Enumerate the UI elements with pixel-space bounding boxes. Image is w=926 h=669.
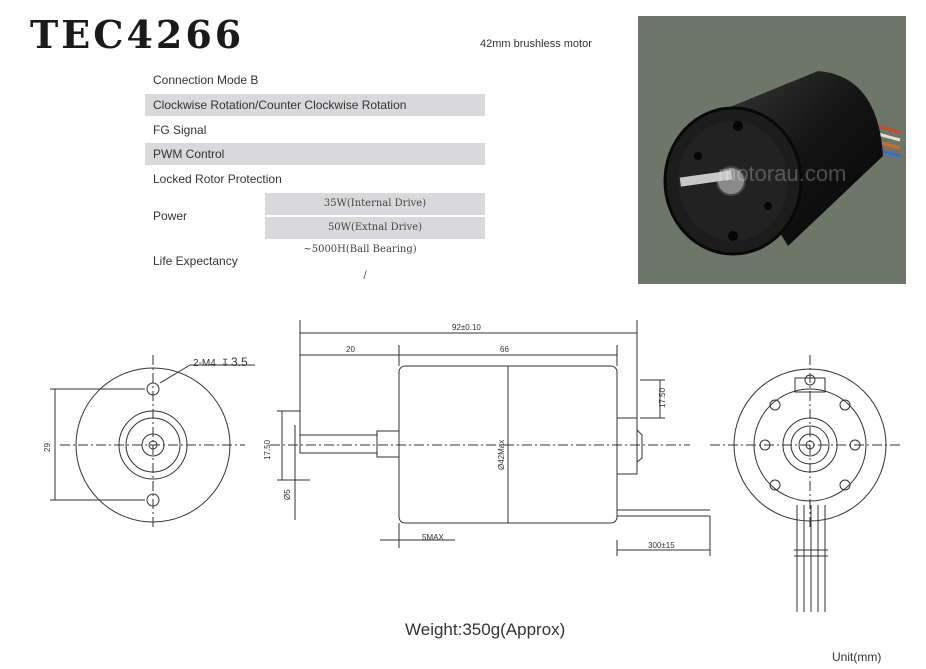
shaft-diameter-dim: Ø5	[283, 489, 292, 500]
spec-locked-rotor: Locked Rotor Protection	[153, 172, 282, 186]
product-photo: motorau.com	[638, 16, 906, 284]
five-max-dim: 5MAX	[422, 533, 444, 542]
spec-power-internal: 35W(Internal Drive)	[265, 193, 485, 215]
front-height-dim: 29	[43, 443, 52, 452]
rear-view	[710, 355, 900, 612]
body-length-dim: 66	[500, 345, 509, 354]
spec-power-label: Power	[153, 209, 188, 223]
motor-photo-illustration: motorau.com	[663, 71, 901, 256]
flange-length-dim: 20	[346, 345, 355, 354]
front-view	[50, 355, 255, 530]
spec-pwm: PWM Control	[145, 143, 485, 165]
lead-length-dim: 300±15	[648, 541, 675, 550]
spec-rotation: Clockwise Rotation/Counter Clockwise Rot…	[145, 94, 485, 116]
weight-label: Weight:350g(Approx)	[405, 620, 566, 639]
spec-power-external: 50W(Extnal Drive)	[265, 217, 485, 239]
page-subtitle: 42mm brushless motor	[480, 38, 592, 50]
spec-life-label: Life Expectancy	[153, 254, 238, 268]
hole-callout: 2-M4	[193, 358, 216, 369]
photo-watermark: motorau.com	[718, 161, 846, 186]
top-offset-dim: 17.50	[658, 387, 667, 408]
spec-connection-mode: Connection Mode B	[153, 73, 259, 87]
unit-label: Unit(mm)	[832, 650, 882, 664]
shaft-offset-dim: 17.50	[263, 439, 272, 460]
spec-slash: /	[363, 270, 367, 281]
total-length-dim: 92±0.10	[452, 323, 481, 332]
body-diameter-dim: Ø42Max	[497, 440, 506, 470]
page-title: TEC4266	[30, 12, 245, 57]
hole-depth: 3.5	[231, 355, 248, 369]
hole-depth-symbol: ↧	[221, 358, 229, 369]
side-view	[270, 320, 711, 556]
spec-fg-signal: FG Signal	[153, 123, 207, 137]
spec-life-value: ~5000H(Ball Bearing)	[303, 244, 417, 255]
